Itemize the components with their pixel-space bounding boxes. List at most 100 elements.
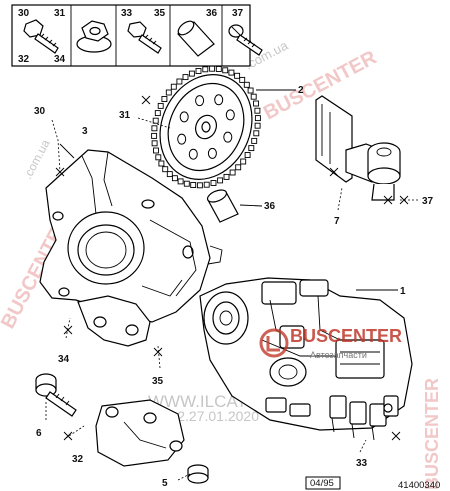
gear-tooth: [157, 102, 164, 109]
gear-tooth: [195, 68, 202, 74]
reference-code: 41400340: [398, 480, 440, 491]
gear-tooth: [210, 180, 217, 186]
gear-tooth: [222, 67, 229, 74]
callout-6: 6: [36, 428, 42, 439]
gear-hole: [207, 147, 217, 159]
gear-hole: [177, 133, 187, 145]
watermark-com-ua-left: .com.ua: [20, 137, 53, 182]
gear-tooth: [248, 145, 255, 152]
gear-tooth: [239, 76, 246, 83]
callout-35: 35: [152, 376, 164, 387]
callout-3: 3: [82, 126, 88, 137]
legend-label-30: 30: [18, 8, 30, 19]
gear-hole: [179, 111, 189, 123]
gear-tooth: [209, 65, 216, 72]
logo-subtitle: Автозапчасти: [310, 350, 367, 360]
pump-bracket: [39, 149, 223, 323]
gear-tooth: [188, 70, 195, 77]
sleeve-icon: [177, 20, 215, 57]
sleeve-part: [206, 189, 239, 223]
callout-5: 5: [162, 478, 168, 489]
hex-bolt-icon: [127, 21, 162, 54]
solenoid-sensor: [367, 142, 401, 201]
gear-tooth: [217, 177, 224, 184]
gear-hole: [214, 94, 224, 106]
gear-tooth: [151, 140, 158, 147]
gear-hole: [223, 131, 233, 143]
gear-tooth: [190, 182, 197, 188]
callout-7: 7: [334, 216, 340, 227]
gear-tooth: [161, 96, 168, 102]
gear-tooth: [153, 147, 159, 154]
gear-tooth: [240, 158, 247, 165]
legend-strip: 30 31 32 34 33 35 36 37: [11, 4, 263, 67]
logo-name: BUSCENTER: [290, 326, 402, 346]
gear-tooth: [196, 182, 203, 189]
gear-tooth: [151, 125, 158, 132]
gear-tooth: [251, 137, 258, 144]
callout-34: 34: [58, 354, 70, 365]
gear-tooth: [151, 132, 158, 139]
gear-hole: [188, 148, 198, 160]
gear-tooth: [177, 178, 184, 185]
gear-tooth: [171, 175, 178, 182]
callout-30: 30: [34, 106, 46, 117]
legend-label-32: 32: [18, 54, 30, 65]
gear-tooth: [254, 107, 261, 114]
gear-tooth: [254, 122, 261, 129]
gear-tooth: [247, 87, 254, 94]
callout-36: 36: [264, 201, 276, 212]
long-bolt: [35, 373, 77, 417]
pump-outlet-fittings: [329, 395, 399, 441]
legend-frame: [11, 4, 251, 67]
bracket-foot: [77, 295, 151, 347]
gear-tooth: [235, 164, 242, 171]
date-code: 04/95: [310, 478, 334, 489]
gear-tooth: [234, 72, 241, 79]
gear-tooth: [162, 166, 169, 173]
legend-label-35: 35: [154, 8, 166, 19]
callout-2: 2: [298, 85, 304, 96]
legend-label-37: 37: [232, 8, 244, 19]
leader-lines: [45, 89, 420, 481]
gear-tooth: [253, 130, 260, 137]
rear-support-bracket: [95, 399, 185, 467]
callout-37: 37: [422, 196, 434, 207]
gear-tooth: [154, 110, 161, 117]
gear-tooth: [176, 78, 183, 85]
gear-tooth: [158, 160, 165, 167]
flange-nut-icon: [76, 20, 112, 53]
legend-label-31: 31: [54, 8, 66, 19]
gear-tooth: [250, 93, 257, 100]
legend-label-34: 34: [54, 54, 66, 65]
footer-codes: 04/95 41400340: [305, 476, 440, 491]
gear-lightening-holes: [177, 94, 235, 160]
callout-1: 1: [400, 286, 406, 297]
callout-32: 32: [72, 454, 84, 465]
gear-tooth: [170, 83, 177, 90]
gear-tooth: [243, 81, 250, 88]
callout-31: 31: [119, 110, 131, 121]
gear-tooth: [166, 171, 173, 178]
drive-gear: [151, 65, 261, 189]
gear-tooth: [182, 74, 189, 81]
gear-tooth: [228, 69, 235, 76]
injection-pump: [199, 277, 413, 441]
gear-tooth: [203, 181, 210, 188]
legend-label-33: 33: [121, 8, 133, 19]
gear-tooth: [229, 169, 236, 176]
gear-teeth: [151, 65, 261, 189]
brand-logo: BUSCENTER Автозапчасти: [259, 326, 402, 360]
gear-tooth: [244, 152, 251, 158]
gear-hole: [195, 95, 205, 107]
gear-hole: [225, 109, 235, 121]
gear-tooth: [253, 100, 259, 107]
gear-tooth: [254, 115, 261, 122]
gear-tooth: [183, 180, 190, 187]
gear-tooth: [165, 89, 172, 96]
gear-tooth: [152, 117, 159, 124]
legend-label-36: 36: [206, 8, 218, 19]
watermark-right: BUSCENTER: [422, 378, 442, 490]
